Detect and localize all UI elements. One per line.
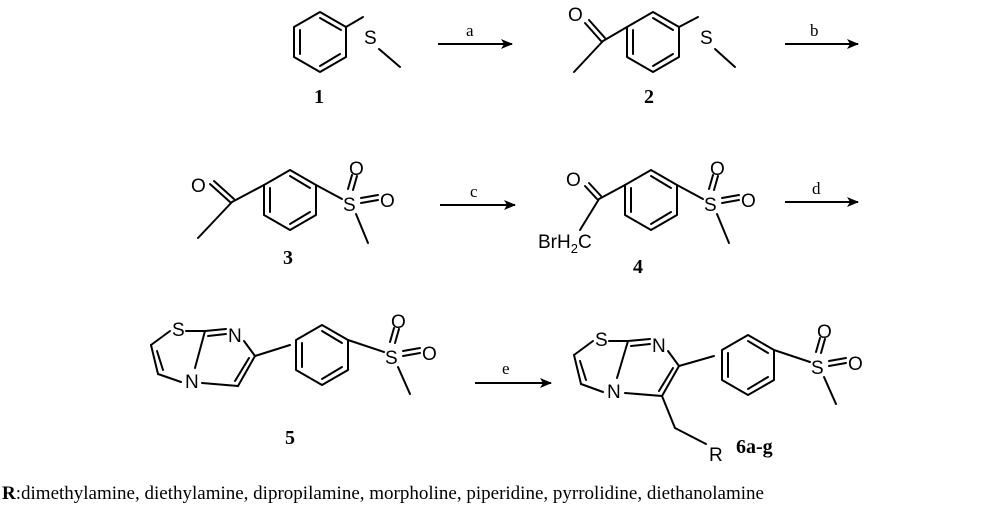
atom-sulfur: S bbox=[595, 330, 608, 351]
atom-oxygen: O bbox=[380, 191, 395, 212]
atom-oxygen: O bbox=[817, 322, 832, 343]
reaction-arrow-b: b bbox=[785, 21, 859, 49]
r-group-legend: R:dimethylamine, diethylamine, dipropila… bbox=[2, 483, 764, 505]
atom-oxygen: O bbox=[710, 159, 725, 180]
compound-label-2: 2 bbox=[644, 86, 654, 108]
step-label-b: b bbox=[810, 21, 819, 40]
atom-oxygen: O bbox=[422, 344, 437, 365]
atom-oxygen: O bbox=[349, 159, 364, 180]
reaction-arrow-e: e bbox=[475, 359, 552, 388]
step-label-d: d bbox=[812, 179, 821, 198]
atom-sulfur: S bbox=[811, 358, 824, 379]
atom-nitrogen: N bbox=[607, 382, 621, 403]
compound-4-structure: O BrH2C S O O bbox=[538, 159, 756, 256]
compound-label-4: 4 bbox=[633, 256, 643, 278]
atom-oxygen: O bbox=[741, 191, 756, 212]
compound-label-5: 5 bbox=[285, 427, 295, 449]
reaction-arrow-a: a bbox=[438, 21, 513, 49]
atom-sulfur: S bbox=[364, 28, 377, 49]
reaction-arrow-d: d bbox=[785, 179, 859, 207]
atom-sulfur: S bbox=[172, 320, 185, 341]
atom-sulfur: S bbox=[704, 195, 717, 216]
atom-oxygen: O bbox=[391, 312, 406, 333]
reaction-arrow-c: c bbox=[440, 182, 516, 210]
compound-6-structure: S N N R S O O bbox=[573, 322, 863, 466]
atom-sulfur: S bbox=[343, 195, 356, 216]
atom-nitrogen: N bbox=[652, 336, 666, 357]
compound-3-structure: O S O O bbox=[191, 159, 395, 244]
atom-oxygen: O bbox=[848, 354, 863, 375]
compound-2-structure: O S bbox=[568, 5, 736, 73]
atom-nitrogen: N bbox=[185, 372, 199, 393]
atom-oxygen: O bbox=[568, 5, 583, 26]
r-definition: :dimethylamine, diethylamine, dipropilam… bbox=[15, 483, 764, 504]
atom-sulfur: S bbox=[700, 28, 713, 49]
step-label-e: e bbox=[502, 359, 510, 378]
atom-oxygen: O bbox=[191, 176, 206, 197]
compound-label-6a-g: 6a-g bbox=[736, 436, 773, 458]
compound-label-1: 1 bbox=[314, 86, 324, 108]
compound-1-structure: S bbox=[293, 11, 401, 73]
step-label-c: c bbox=[470, 182, 478, 201]
compound-5-structure: S N N S O O bbox=[150, 312, 437, 395]
atom-nitrogen: N bbox=[228, 326, 242, 347]
bromomethyl-group: BrH2C bbox=[538, 232, 592, 256]
atom-sulfur: S bbox=[385, 348, 398, 369]
compound-label-3: 3 bbox=[283, 247, 293, 269]
atom-r-group: R bbox=[709, 445, 723, 466]
r-symbol: R bbox=[2, 483, 16, 504]
step-label-a: a bbox=[466, 21, 474, 40]
atom-oxygen: O bbox=[566, 170, 581, 191]
